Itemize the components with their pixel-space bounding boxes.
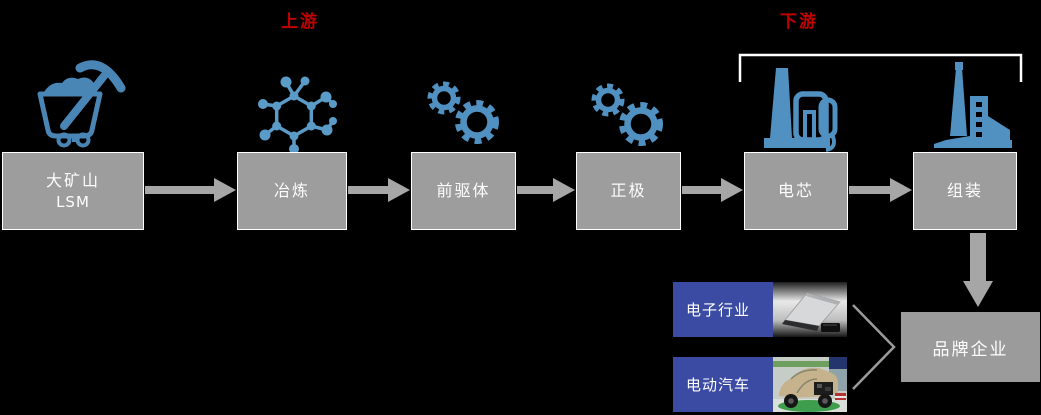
flow-box-label: 电芯 xyxy=(777,181,814,201)
downstream-label: 下游 xyxy=(780,12,818,32)
flow-box-label: 冶炼 xyxy=(273,181,310,201)
molecule-icon xyxy=(258,76,337,154)
flow-box-label: 大矿山 xyxy=(45,171,100,191)
flow-box-cell: 电芯 xyxy=(744,152,848,230)
app-box-label: 电动汽车 xyxy=(686,376,751,394)
electric-car-photo xyxy=(773,357,847,412)
app-box-label: 电子行业 xyxy=(686,301,751,319)
upstream-label: 上游 xyxy=(281,12,319,32)
flow-box-label: 组装 xyxy=(946,181,983,201)
flow-arrow-icon xyxy=(145,178,236,202)
down-arrow-icon xyxy=(963,233,993,307)
flow-box-label: 正极 xyxy=(610,181,647,201)
gears-icon xyxy=(591,83,663,146)
brand-enterprise-box: 品牌企业 xyxy=(901,312,1040,382)
flow-box-sublabel: LSM xyxy=(56,192,90,211)
mine-cart-icon xyxy=(37,60,126,148)
flow-box-assembly: 组装 xyxy=(913,152,1017,230)
app-box-electronics: 电子行业 xyxy=(673,282,773,337)
app-box-ev: 电动汽车 xyxy=(673,357,773,412)
factory-icon xyxy=(764,68,838,152)
flow-box-label: 前驱体 xyxy=(436,181,491,201)
flow-box-cathode: 正极 xyxy=(576,152,681,230)
flow-box-smelting: 冶炼 xyxy=(237,152,347,230)
laptop-photo xyxy=(773,282,847,337)
assembly-plant-icon xyxy=(934,62,1012,148)
flow-arrow-icon xyxy=(682,178,743,202)
brand-box-label: 品牌企业 xyxy=(932,339,1009,360)
flow-arrow-icon xyxy=(348,178,410,202)
flow-arrow-icon xyxy=(517,178,575,202)
flow-arrow-icon xyxy=(849,178,912,202)
flow-box-precursor: 前驱体 xyxy=(411,152,516,230)
chevron-connector-icon xyxy=(852,304,896,390)
flow-box-mine: 大矿山 LSM xyxy=(2,152,144,230)
downstream-bracket xyxy=(738,53,1023,82)
gears-icon xyxy=(427,81,499,144)
